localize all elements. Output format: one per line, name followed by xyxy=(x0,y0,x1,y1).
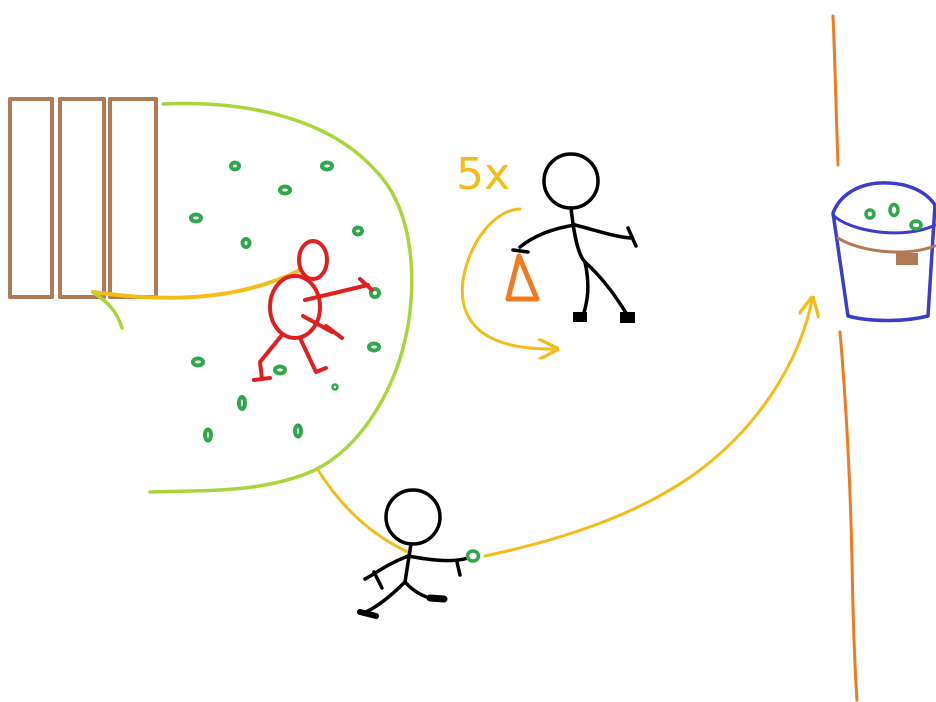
ball-icon xyxy=(278,184,292,196)
balls-group xyxy=(189,160,381,443)
gate-panel xyxy=(8,97,54,299)
side-boundary-line xyxy=(831,14,840,167)
person-leg xyxy=(583,260,630,318)
ball-icon xyxy=(237,395,247,411)
person-leg xyxy=(298,336,328,374)
ball-icon xyxy=(888,202,900,218)
person-head xyxy=(542,152,600,210)
ball-icon xyxy=(273,364,287,376)
ball-icon xyxy=(367,341,381,353)
repetition-label: 5x xyxy=(456,149,510,200)
person-body xyxy=(268,274,322,340)
ball-icon xyxy=(352,225,364,237)
ball-icon xyxy=(864,208,876,220)
bucket-band xyxy=(836,236,936,254)
ball-icon xyxy=(465,549,481,563)
person-icon xyxy=(357,488,470,619)
gate-panel xyxy=(108,97,158,299)
red-player-figure xyxy=(252,239,374,382)
gate-icon xyxy=(8,97,158,299)
person-arm xyxy=(301,314,344,340)
bucket-rim xyxy=(831,213,936,235)
ball-icon xyxy=(229,160,241,172)
person-foot xyxy=(357,609,379,619)
ball-icon xyxy=(331,383,339,391)
person-arm xyxy=(363,554,410,590)
person-foot xyxy=(573,312,587,322)
person-leg xyxy=(252,333,284,382)
bucket-icon xyxy=(831,181,936,323)
person-head xyxy=(384,488,442,546)
arrow-icon xyxy=(483,300,812,558)
arrow-icon xyxy=(460,207,555,349)
person-foot xyxy=(426,594,448,603)
side-boundary-line xyxy=(838,330,859,702)
field-boundary xyxy=(148,101,414,494)
ball-icon xyxy=(240,237,252,249)
gate-panel xyxy=(58,97,106,299)
person-foot xyxy=(620,312,635,323)
person-head xyxy=(297,239,329,281)
ball-icon xyxy=(203,427,213,443)
bucket-handle xyxy=(896,253,918,265)
ball-icon xyxy=(191,356,205,368)
bucket-body xyxy=(831,181,936,323)
ball-icon xyxy=(189,212,203,224)
ball-icon xyxy=(369,287,381,299)
tether-line xyxy=(91,268,302,300)
ball-icon xyxy=(293,423,303,439)
ball-icon xyxy=(320,160,334,172)
person-torso xyxy=(569,206,587,264)
ball-icon xyxy=(909,219,923,231)
person-icon xyxy=(511,152,638,323)
person-leg xyxy=(581,260,590,318)
person-arm xyxy=(511,223,577,254)
cone-icon xyxy=(505,253,540,302)
person-arm xyxy=(406,554,470,577)
person-leg xyxy=(364,580,407,614)
run-path xyxy=(316,468,412,555)
person-arm xyxy=(573,223,638,248)
person-torso xyxy=(403,542,413,584)
person-arm xyxy=(303,277,374,302)
